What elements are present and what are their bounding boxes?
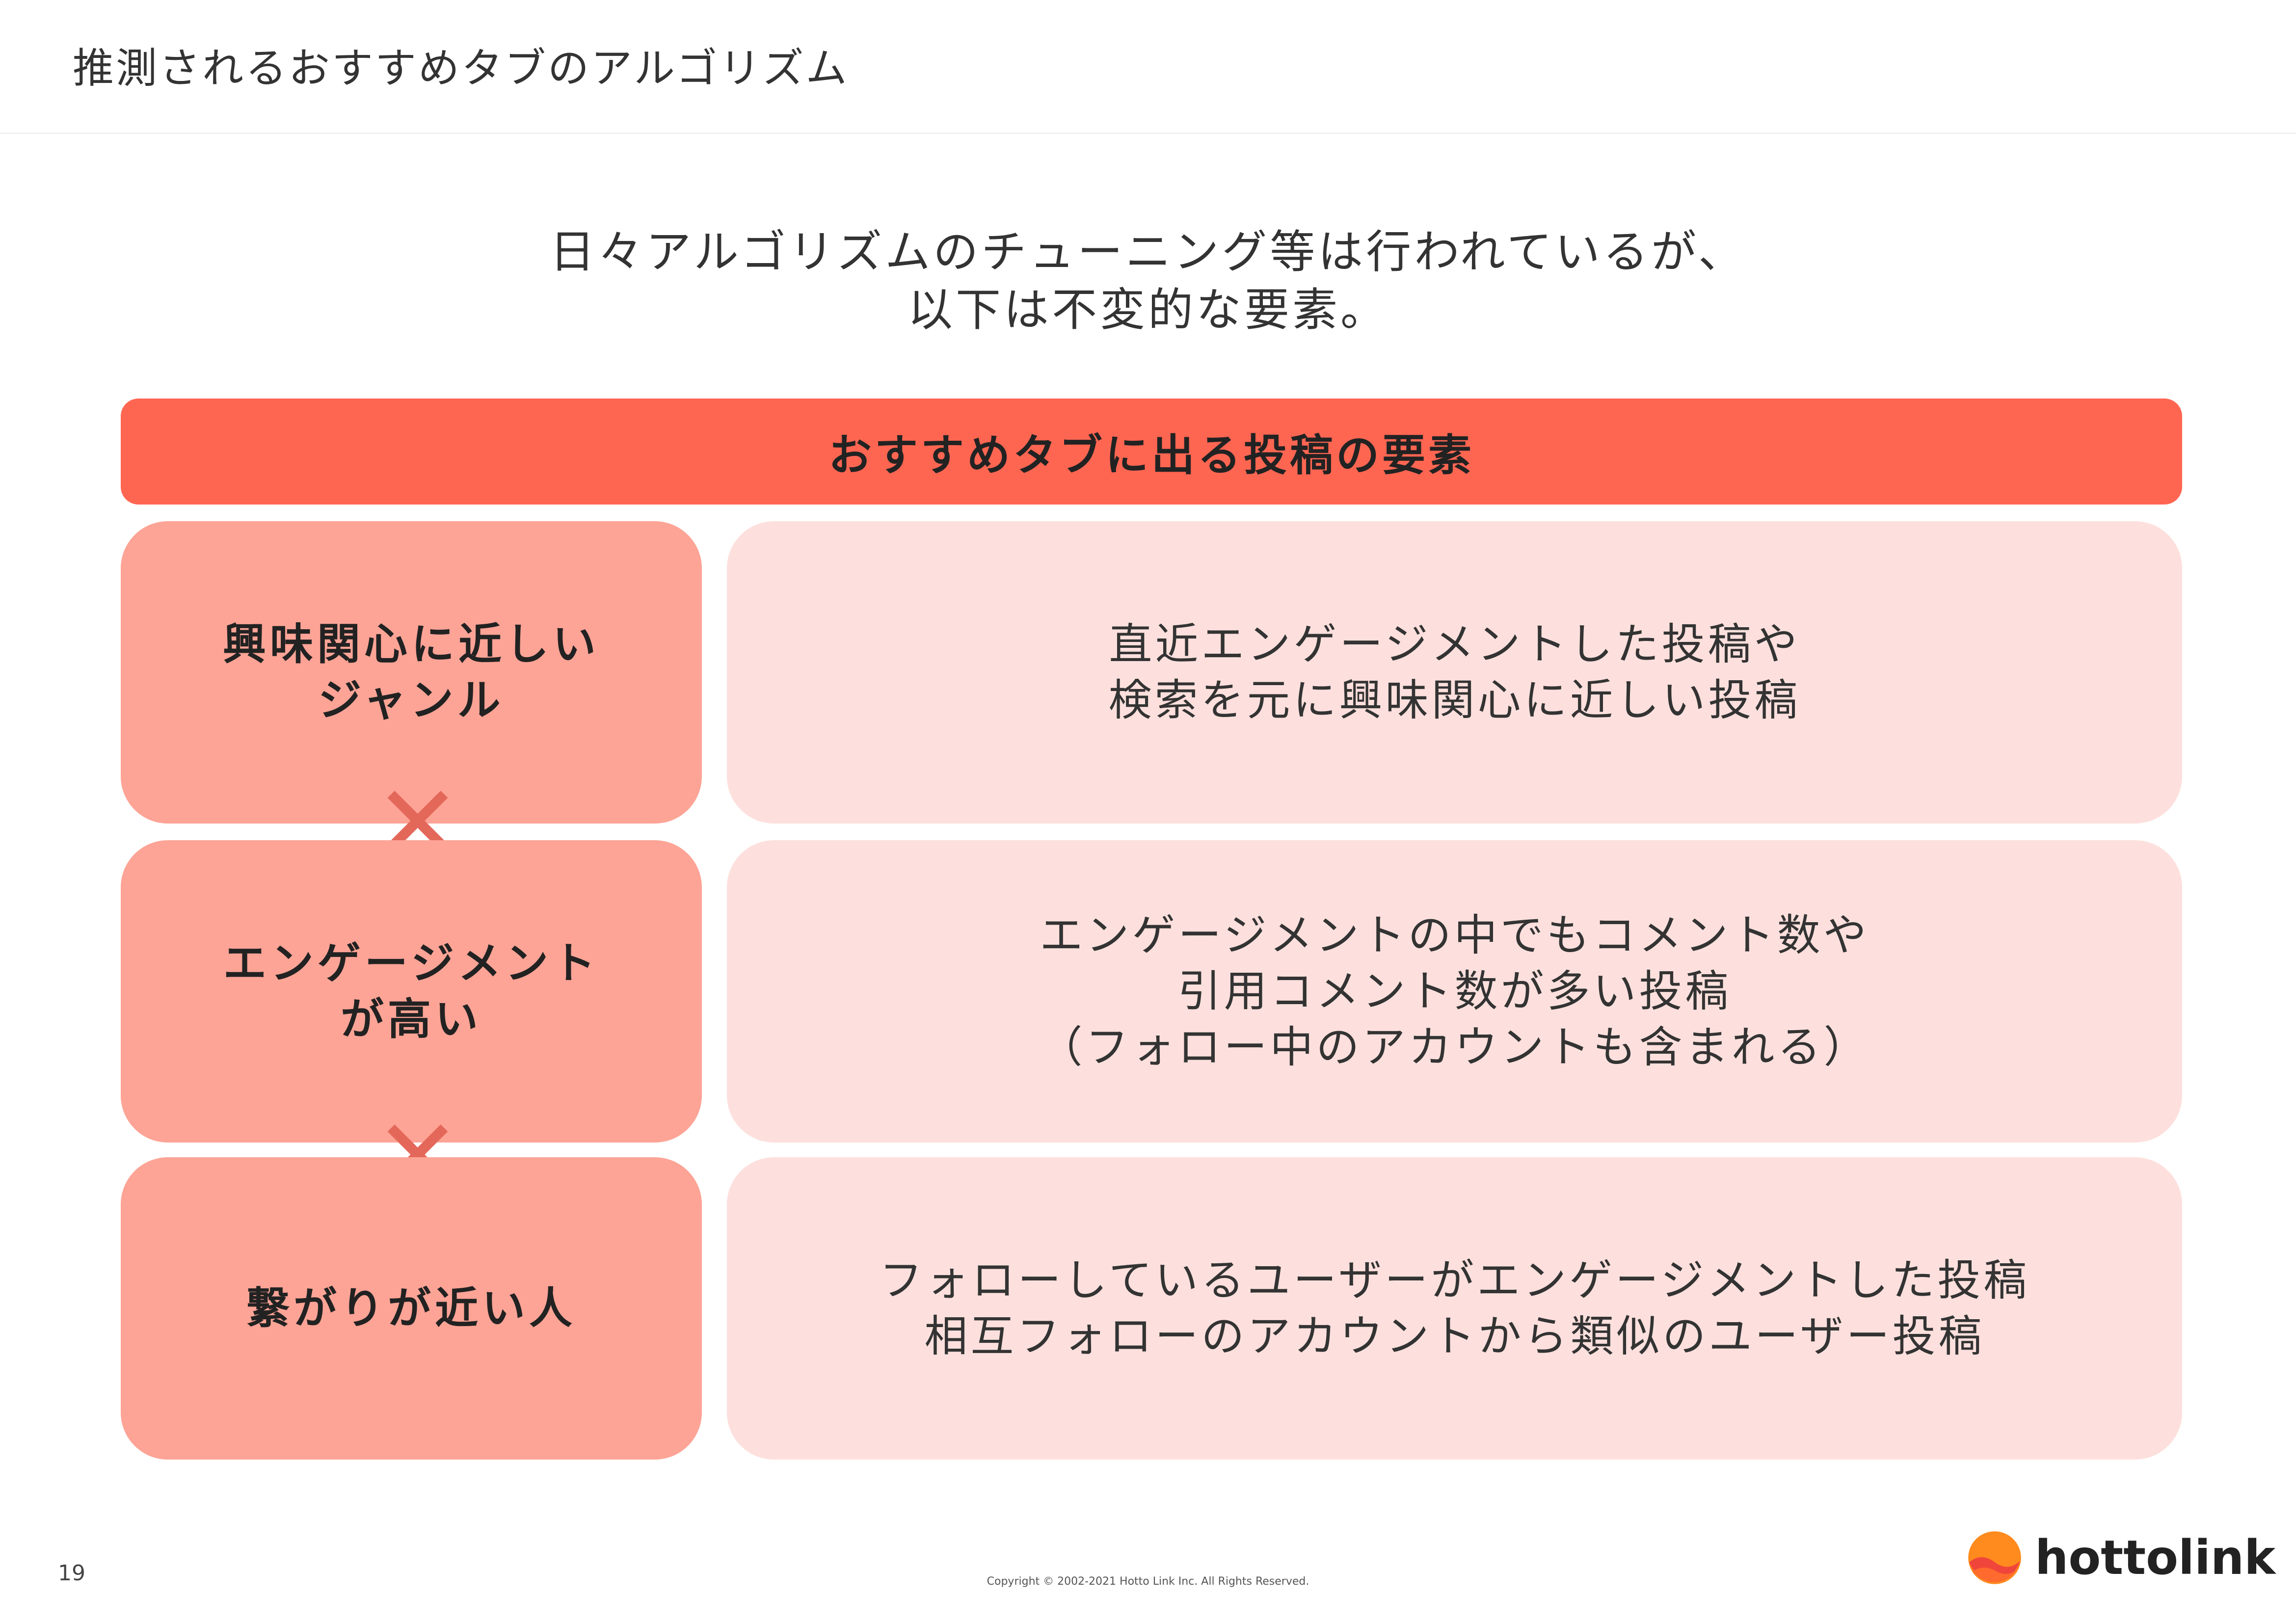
factor-description-connection: フォローしているユーザーがエンゲージメントした投稿 相互フォローのアカウントから…: [727, 1157, 2182, 1460]
page-number: 19: [58, 1561, 85, 1586]
factor-label-engagement: エンゲージメント が高い: [121, 840, 702, 1143]
factor-description-engagement: エンゲージメントの中でもコメント数や 引用コメント数が多い投稿 （フォロー中のア…: [727, 840, 2182, 1143]
lead-text: 日々アルゴリズムのチューニング等は行われているが、 以下は不変的な要素。: [0, 223, 2296, 339]
factor-label-connection: 繋がりが近い人: [121, 1157, 702, 1460]
lead-line-1: 日々アルゴリズムのチューニング等は行われているが、: [549, 226, 1747, 278]
factor-label-line: エンゲージメント: [223, 938, 600, 988]
banner-title: おすすめタブに出る投稿の要素: [828, 429, 1474, 480]
factor-description-line: 相互フォローのアカウントから類似のユーザー投稿: [924, 1311, 1985, 1361]
lead-line-2: 以下は不変的な要素。: [907, 284, 1388, 336]
elements-banner: おすすめタブに出る投稿の要素: [121, 399, 2182, 505]
logo-wordmark: hottolink: [2035, 1530, 2276, 1585]
factor-description-line: （フォロー中のアカウントも含まれる）: [1039, 1022, 1870, 1072]
hottolink-logo-icon: [1968, 1531, 2021, 1584]
slide-title: 推測されるおすすめタブのアルゴリズム: [73, 44, 849, 92]
factor-label-line: が高い: [340, 994, 482, 1044]
factor-description-line: フォローしているユーザーがエンゲージメントした投稿: [879, 1255, 2030, 1305]
factor-label-line: 興味関心に近しい: [222, 619, 600, 669]
copyright-text: Copyright © 2002-2021 Hotto Link Inc. Al…: [987, 1575, 1309, 1588]
header-divider: [0, 133, 2296, 134]
factor-description-line: 引用コメント数が多い投稿: [1177, 966, 1732, 1016]
factor-label-line: 繋がりが近い人: [246, 1283, 576, 1333]
factor-description-line: エンゲージメントの中でもコメント数や: [1040, 910, 1869, 960]
factor-label-interest: 興味関心に近しい ジャンル: [121, 521, 702, 824]
factor-description-line: 直近エンゲージメントした投稿や: [1109, 619, 1800, 669]
company-logo: hottolink: [1967, 1530, 2275, 1585]
factor-description-line: 検索を元に興味関心に近しい投稿: [1108, 675, 1801, 725]
factor-description-interest: 直近エンゲージメントした投稿や 検索を元に興味関心に近しい投稿: [727, 521, 2182, 824]
factor-label-line: ジャンル: [318, 675, 505, 725]
